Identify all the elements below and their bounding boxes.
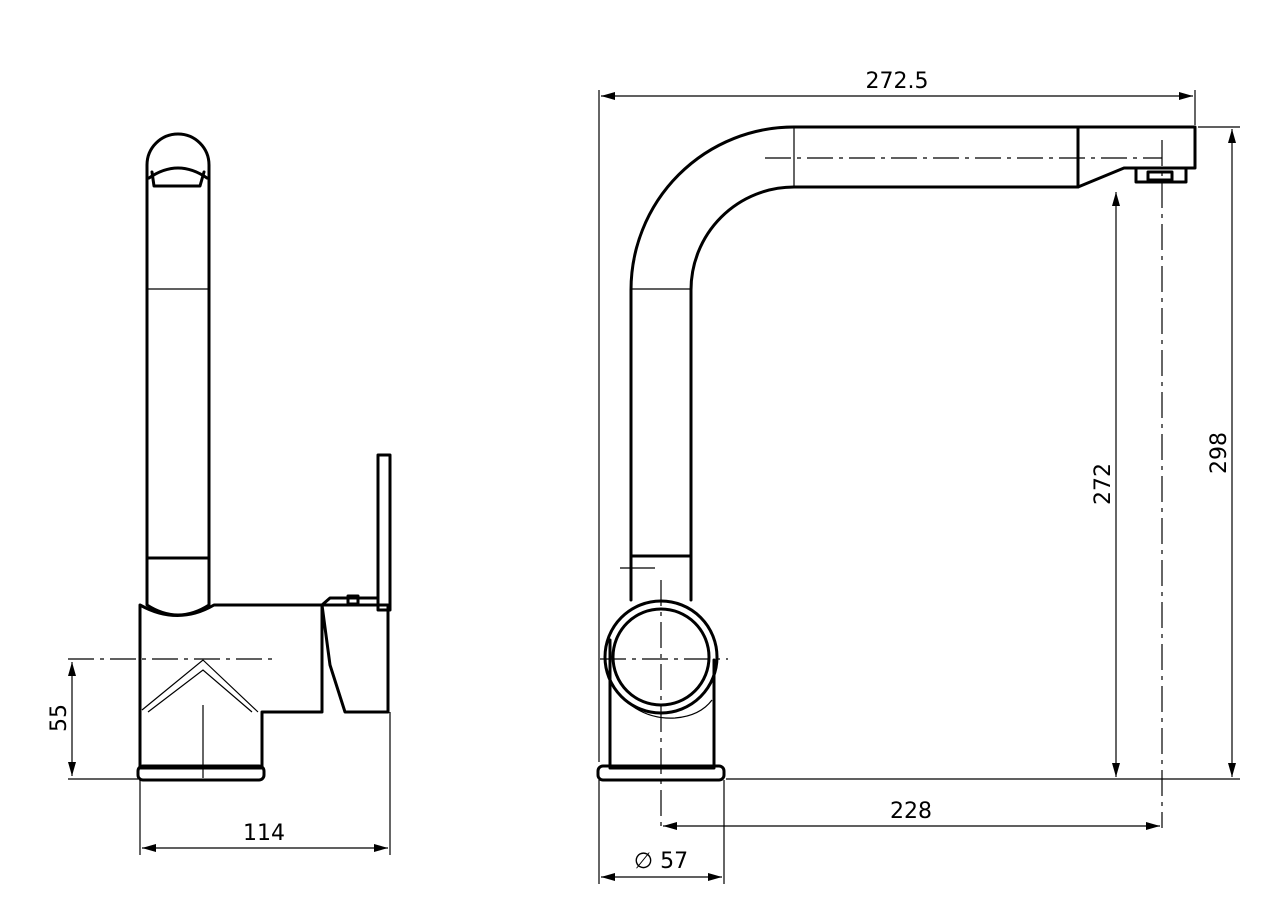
- dim-total-height: 298: [1207, 432, 1232, 474]
- side-body: [138, 556, 324, 778]
- dim-base-width: 114: [243, 821, 285, 846]
- dim-spout-clearance: 272: [1091, 463, 1116, 505]
- dim-base-height: 55: [47, 704, 72, 732]
- dim-base-diameter: ∅ 57: [634, 849, 688, 874]
- dimension-diameter-57: ∅ 57: [598, 780, 725, 884]
- dimension-298: 298: [1198, 126, 1240, 777]
- dim-spout-reach: 228: [890, 799, 932, 824]
- dim-total-reach: 272.5: [866, 69, 929, 94]
- side-base-plate: [136, 764, 266, 782]
- dimension-228: 228: [663, 799, 1160, 830]
- handle-circle-inner: [611, 607, 711, 707]
- side-view: 55 114: [47, 132, 392, 855]
- side-handle: [320, 453, 392, 714]
- dimension-55: 55: [47, 662, 138, 780]
- dimension-114: 114: [139, 712, 391, 855]
- front-spout: [629, 125, 1197, 560]
- dimension-272-5: 272.5: [598, 69, 1196, 762]
- front-view: 272.5 272 298 228 ∅ 57: [596, 69, 1240, 884]
- side-spout: [145, 132, 211, 560]
- dimension-272: 272: [726, 192, 1240, 780]
